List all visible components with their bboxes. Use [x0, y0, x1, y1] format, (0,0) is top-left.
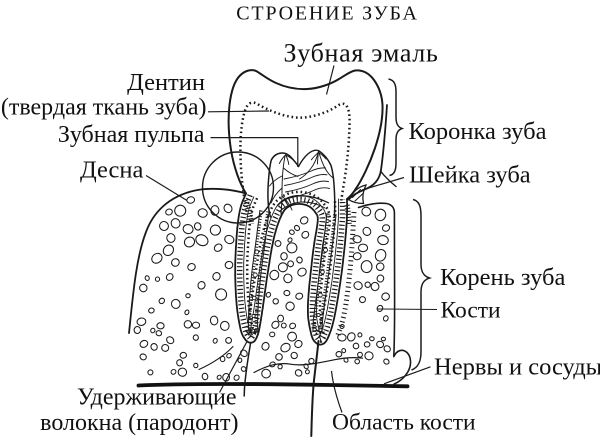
svg-text:Коронка зуба: Коронка зуба [409, 118, 547, 145]
svg-text:Область кости: Область кости [332, 410, 476, 436]
svg-text:Удерживающие: Удерживающие [77, 385, 237, 411]
svg-text:Зубная пульпа: Зубная пульпа [58, 122, 205, 148]
svg-text:Нервы и сосуды: Нервы и сосуды [434, 354, 600, 381]
svg-text:Кости: Кости [441, 298, 502, 324]
svg-text:Дентин: Дентин [127, 69, 205, 96]
svg-text:СТРОЕНИЕ ЗУБА: СТРОЕНИЕ ЗУБА [236, 3, 418, 25]
svg-text:Десна: Десна [80, 157, 143, 184]
svg-text:Корень зуба: Корень зуба [440, 264, 565, 291]
svg-text:Зубная эмаль: Зубная эмаль [284, 39, 439, 68]
svg-text:Шейка зуба: Шейка зуба [409, 162, 531, 189]
svg-text:волокна (пародонт): волокна (пародонт) [40, 410, 238, 436]
svg-text:(твердая ткань зуба): (твердая ткань зуба) [1, 95, 207, 121]
